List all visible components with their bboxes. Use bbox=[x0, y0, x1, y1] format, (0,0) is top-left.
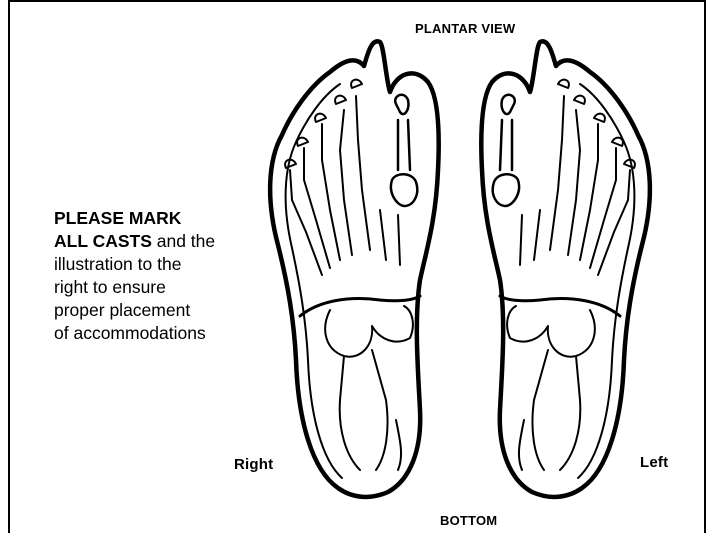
left-phalanges bbox=[558, 80, 635, 168]
left-big-toe bbox=[493, 95, 519, 206]
right-tarsal-line bbox=[300, 296, 420, 316]
right-foot-inner-outline bbox=[286, 84, 342, 478]
right-foot bbox=[270, 41, 439, 497]
left-foot bbox=[481, 41, 650, 497]
left-foot-inner-outline bbox=[578, 84, 634, 478]
right-big-toe bbox=[391, 95, 417, 206]
left-tarsals bbox=[507, 306, 595, 470]
right-phalanges bbox=[285, 80, 362, 168]
left-tarsal-line bbox=[500, 296, 620, 316]
right-tarsals bbox=[325, 306, 413, 470]
